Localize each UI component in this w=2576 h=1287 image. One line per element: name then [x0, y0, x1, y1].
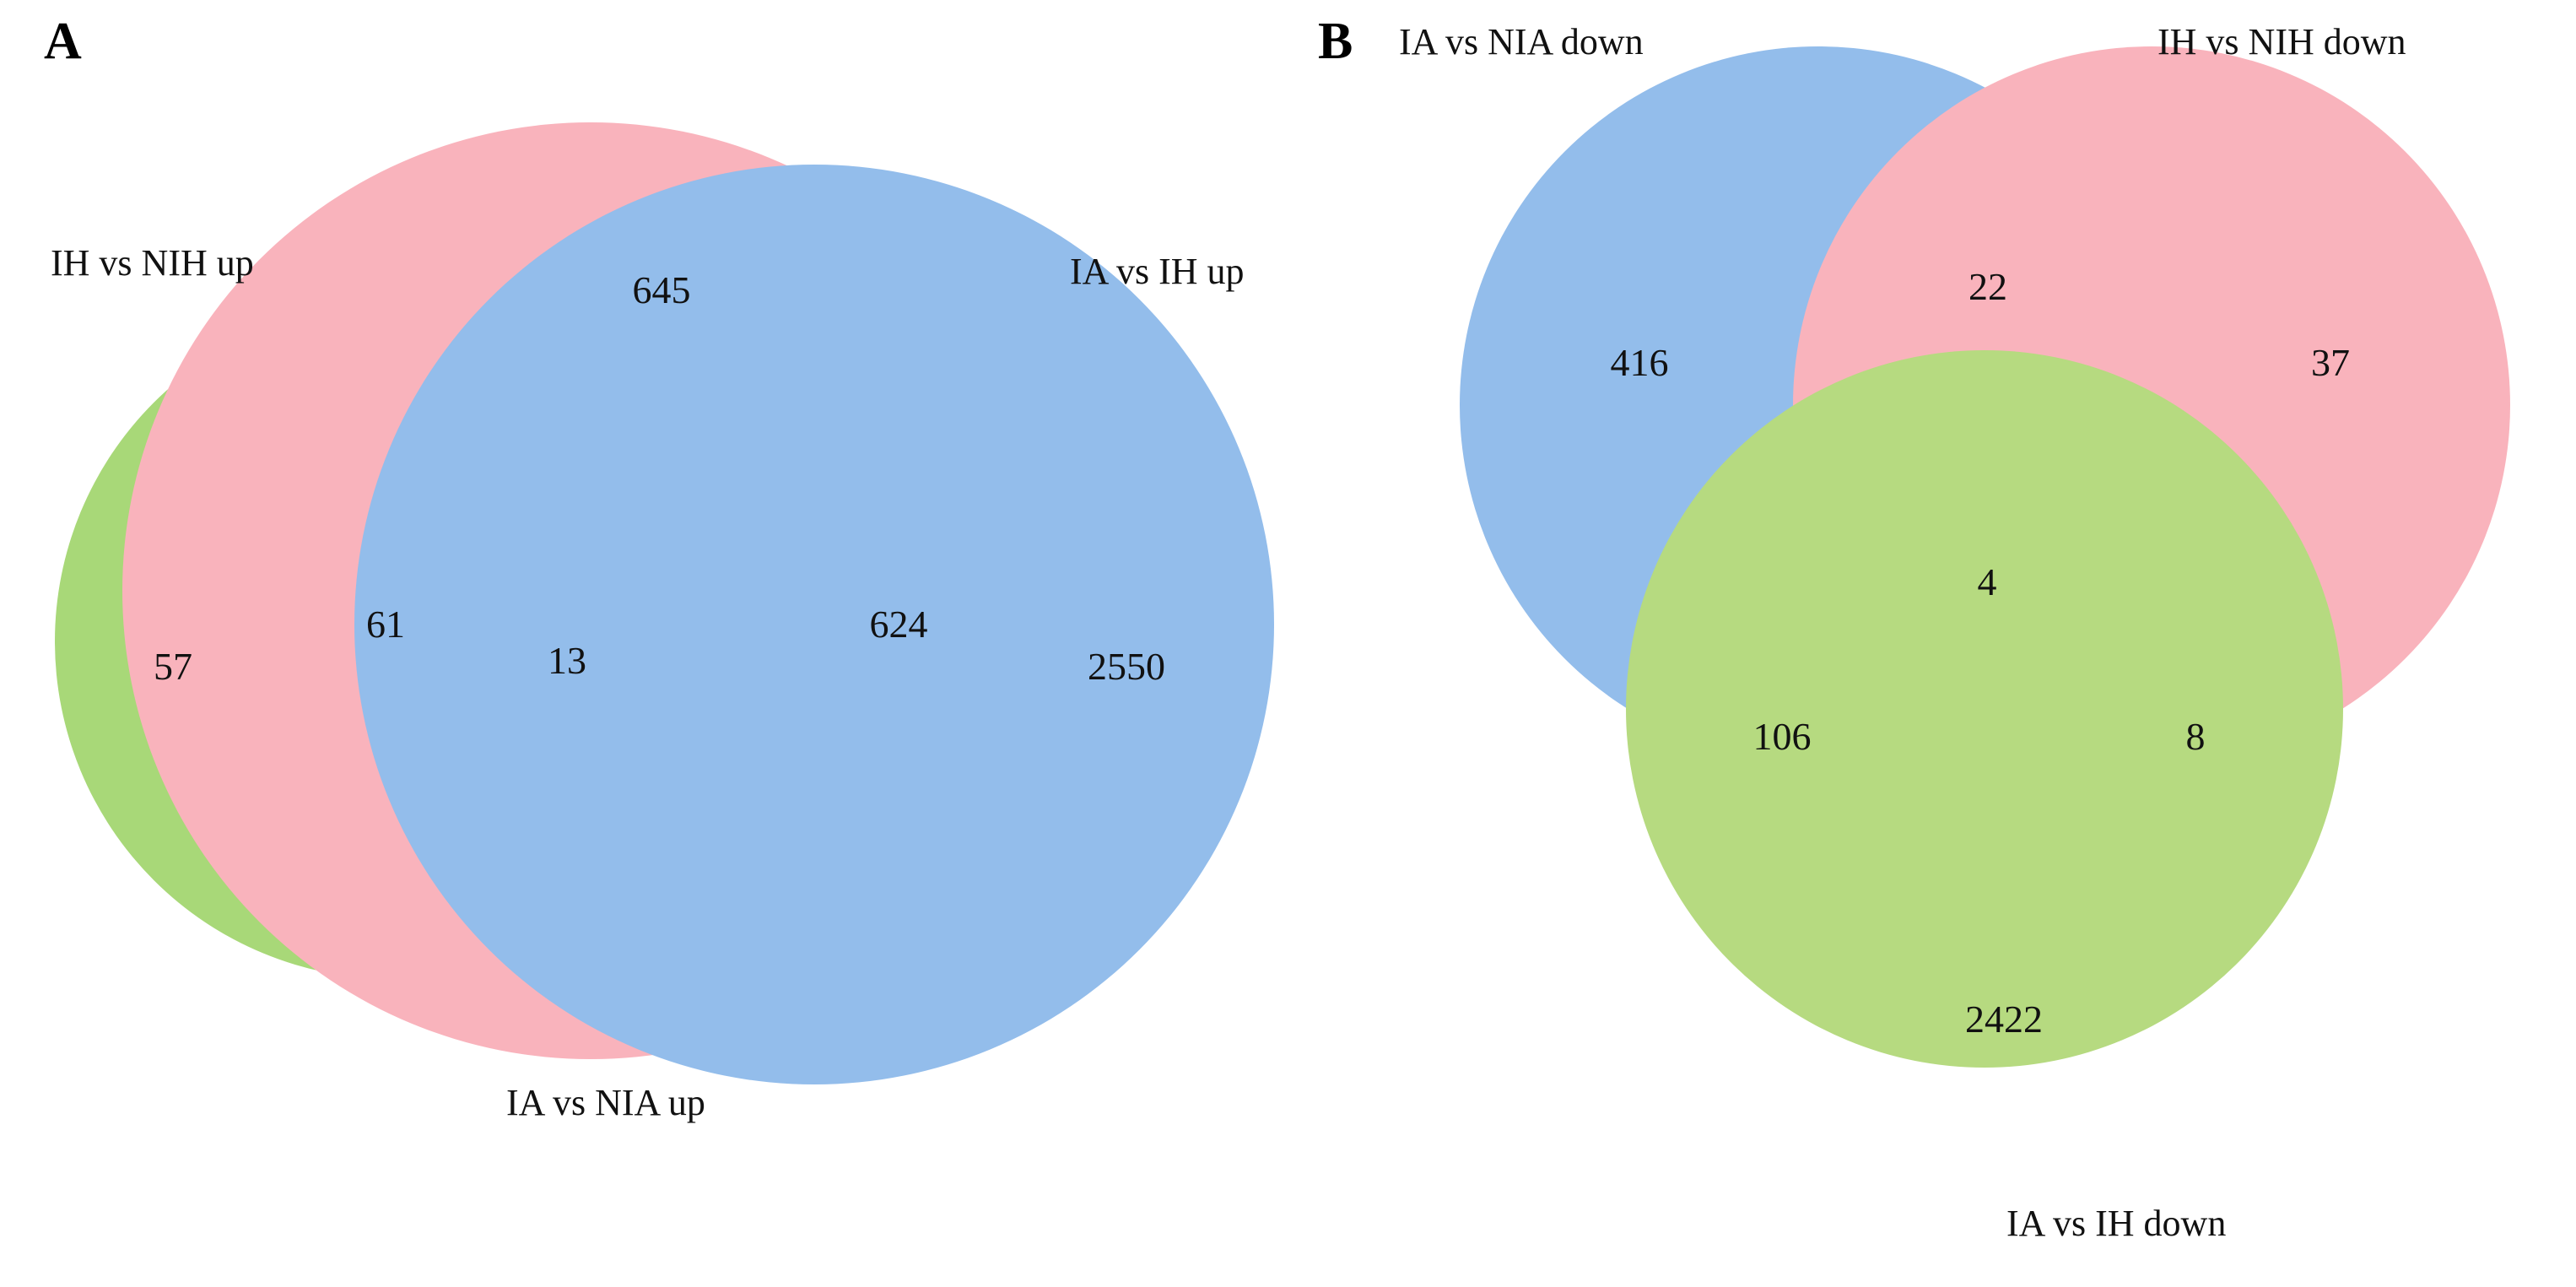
panel-a-count-all-three: 13 — [548, 639, 586, 682]
panel-b-count-blue-only: 416 — [1610, 341, 1669, 384]
panel-b-label-ia-vs-nia-down: IA vs NIA down — [1399, 21, 1644, 62]
panel-b-circle-green — [1626, 350, 2343, 1068]
panel-b: B IA vs NIA down IH vs NIH down IA vs IH… — [1299, 0, 2576, 1287]
panel-b-label-ih-vs-nih-down: IH vs NIH down — [2157, 21, 2406, 62]
panel-b-label-ia-vs-ih-down: IA vs IH down — [2006, 1203, 2227, 1244]
panel-a-count-pink-only: 645 — [632, 268, 691, 311]
panel-b-letter: B — [1318, 13, 1353, 70]
panel-a-count-blue-only: 2550 — [1088, 645, 1165, 688]
panel-a-venn-svg — [55, 122, 1274, 1084]
panel-a-count-green-only: 57 — [154, 645, 192, 688]
panel-a-circle-blue — [354, 165, 1274, 1084]
panel-a-count-pink-blue: 624 — [869, 603, 928, 646]
panel-a: A IH vs NIH up IA vs IH up IA vs NIA up … — [44, 13, 1274, 1123]
panel-a-label-ia-vs-ih-up: IA vs IH up — [1070, 251, 1245, 292]
panel-a-letter: A — [44, 13, 82, 70]
panel-a-label-ih-vs-nih-up: IH vs NIH up — [51, 242, 254, 284]
panel-b-count-pink-green: 8 — [2185, 715, 2206, 758]
panel-b-count-all-three: 4 — [1977, 560, 1997, 603]
panel-a-label-ia-vs-nia-up: IA vs NIA up — [506, 1082, 705, 1123]
panel-a-count-green-pink: 61 — [366, 603, 405, 646]
panel-b-venn-svg — [1460, 46, 2510, 1068]
panel-b-count-pink-only: 37 — [2311, 341, 2350, 384]
panel-b-count-blue-green: 106 — [1752, 715, 1812, 758]
panel-b-count-blue-pink: 22 — [1968, 265, 2007, 308]
panel-b-count-green-only: 2422 — [1965, 998, 2043, 1041]
